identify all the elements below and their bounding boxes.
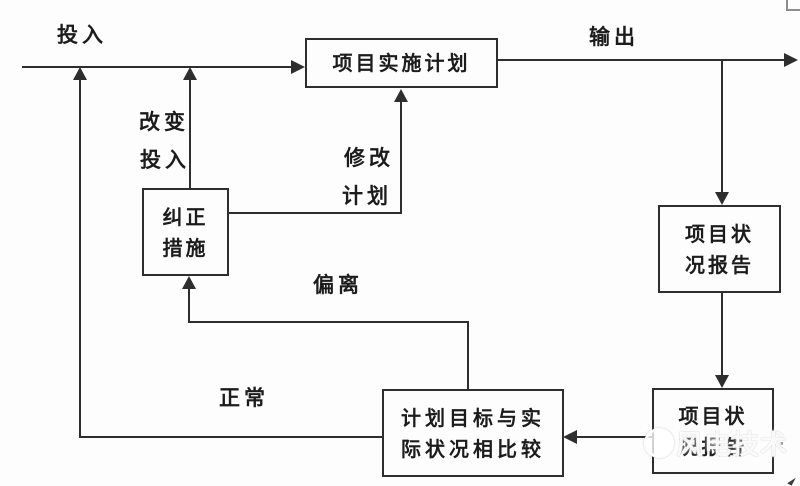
plan-box-label: 项目实施计划 bbox=[332, 51, 471, 75]
compare-line2: 际状况相比较 bbox=[401, 436, 545, 461]
output-branch-line bbox=[721, 60, 723, 193]
colon-artifact: : bbox=[779, 438, 785, 454]
normal-label: 正常 bbox=[219, 386, 269, 410]
status-line2: 况报告 bbox=[678, 434, 748, 459]
node-compare: 计划目标与实 际状况相比较 bbox=[382, 389, 564, 477]
modify-plan-arrowhead-icon bbox=[394, 89, 408, 102]
node-project-implementation-plan: 项目实施计划 bbox=[305, 38, 498, 88]
deviation-riser-line bbox=[467, 321, 469, 389]
corrective-line2: 措施 bbox=[162, 235, 209, 260]
modify-plan-label-line1: 修改 bbox=[344, 146, 394, 170]
deviation-arrowhead-icon bbox=[182, 276, 196, 289]
compare-line1: 计划目标与实 bbox=[401, 405, 545, 430]
normal-arrowhead-icon bbox=[73, 67, 87, 80]
deviation-label: 偏离 bbox=[313, 273, 363, 297]
status-to-compare-line bbox=[577, 436, 652, 438]
status-report-line2: 况报告 bbox=[685, 252, 754, 277]
modify-plan-label-line2: 计划 bbox=[342, 184, 392, 208]
deviation-to-corrective-line bbox=[188, 288, 190, 323]
watermark-logo-icon bbox=[644, 427, 674, 458]
change-input-label-line1: 改变 bbox=[139, 110, 189, 134]
report-to-status-arrowhead-icon bbox=[715, 375, 729, 388]
modify-plan-riser-line bbox=[400, 101, 402, 214]
corrective-line1: 纠正 bbox=[162, 204, 209, 229]
status-to-compare-arrowhead-icon bbox=[563, 430, 577, 444]
change-input-arrowhead-icon bbox=[183, 67, 197, 80]
deviation-horizontal-line bbox=[188, 321, 469, 323]
output-label: 输出 bbox=[589, 25, 639, 49]
output-flow-line bbox=[498, 59, 785, 61]
watermark-text: 风电技术 bbox=[676, 430, 788, 461]
branch-arrowhead-icon bbox=[715, 192, 729, 205]
normal-bottom-line bbox=[79, 436, 382, 438]
cropped-box-corner bbox=[786, 0, 800, 11]
corner-tick-artifact bbox=[787, 475, 796, 486]
node-status-report: 项目状 况报告 bbox=[658, 205, 781, 293]
change-input-line bbox=[189, 80, 191, 188]
input-arrowhead-icon bbox=[291, 60, 305, 74]
node-corrective-measures: 纠正 措施 bbox=[142, 188, 229, 276]
node-project-status: 项目状 况报告 bbox=[652, 388, 774, 474]
input-flow-line bbox=[22, 66, 292, 68]
normal-riser-line bbox=[79, 80, 81, 438]
report-to-status-line bbox=[721, 293, 723, 376]
input-label: 投入 bbox=[57, 23, 107, 47]
watermark: 风电技术 bbox=[644, 423, 788, 462]
output-arrowhead-icon bbox=[784, 53, 798, 67]
change-input-label-line2: 投入 bbox=[140, 148, 190, 172]
modify-plan-horizontal-line bbox=[229, 212, 402, 214]
status-line1: 项目状 bbox=[678, 403, 748, 428]
status-report-line1: 项目状 bbox=[685, 221, 754, 246]
